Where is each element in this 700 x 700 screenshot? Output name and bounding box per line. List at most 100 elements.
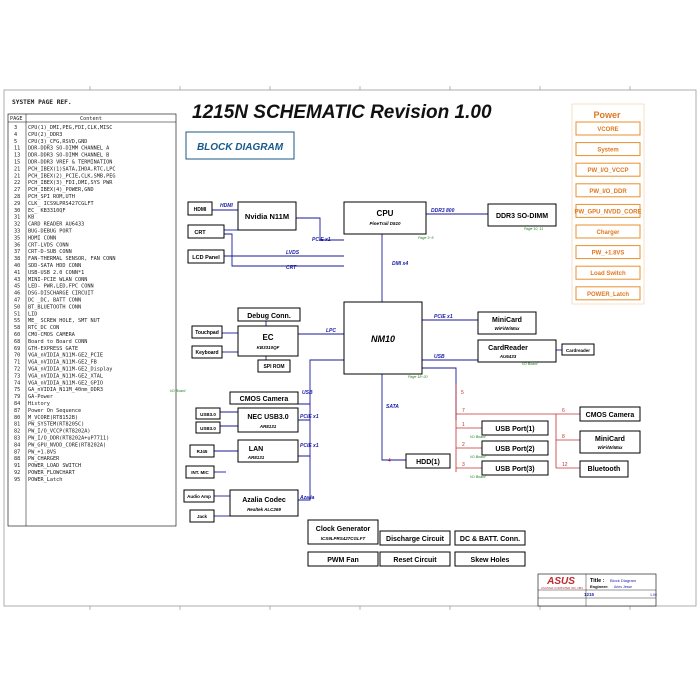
minicard-label: MiniCard xyxy=(492,317,522,324)
page-ref-page-number: 36 xyxy=(14,242,20,248)
power-item-box xyxy=(575,121,641,136)
page-ref-content: PW_CHARGER xyxy=(28,456,60,462)
usb-port-1-label: USB Port(1) xyxy=(495,426,534,433)
cardreader-block xyxy=(477,339,557,363)
power-item-label: PW_GPU_NVDD_CORE xyxy=(574,209,641,215)
page-ref-content: DDR-DDR3 SO-DIMM CHANNEL B xyxy=(28,153,109,159)
port-number: 3 xyxy=(462,462,465,468)
power-item-label: Load Switch xyxy=(590,271,626,277)
page-ref-page-number: 35 xyxy=(14,235,20,241)
rj45-block xyxy=(189,444,215,458)
page-ref-page-number: 41 xyxy=(14,270,20,276)
page-ref-page-number: 30 xyxy=(14,208,20,214)
page-ref-content: VGA_nVIDIA_N11M-GE2_Display xyxy=(28,367,112,373)
nm10-block xyxy=(343,301,423,375)
touchpad-label: Touchpad xyxy=(195,330,219,336)
page-ref-content: VGA_nVIDIA_N11M-GE2_GPIO xyxy=(28,380,103,386)
lcd-block xyxy=(187,249,225,264)
hdmi-block xyxy=(187,201,213,216)
page-ref-page-number: 72 xyxy=(14,367,20,373)
usb-port-2-label: USB Port(2) xyxy=(495,446,534,453)
clock-gen-label: Clock Generator xyxy=(316,526,371,533)
title-label: Title : xyxy=(590,578,605,584)
page-ref-content: PW_SYSTEM(RT8205C) xyxy=(28,422,84,428)
page-ref-page-number: 28 xyxy=(14,194,20,200)
reset-label: Reset Circuit xyxy=(393,557,437,564)
power-item-box xyxy=(575,245,641,260)
page-ref-content: POWER_LOAD SWITCH xyxy=(28,463,81,469)
azalia-block xyxy=(229,489,299,517)
page-ref-page-number: 27 xyxy=(14,187,20,193)
page-ref-page-number: 84 xyxy=(14,401,20,407)
bus-hdmi: HDMI xyxy=(220,203,233,209)
spi-rom-label: SPI ROM xyxy=(263,364,284,370)
dc-batt-label: DC & BATT. Conn. xyxy=(460,536,520,543)
page-ref-header: SYSTEM PAGE REF. xyxy=(12,99,72,106)
reset-block xyxy=(379,551,451,567)
page-ref-content: BUG-DEBUG PORT xyxy=(28,229,72,235)
page-ref-page-number: 87 xyxy=(14,408,20,414)
bus-sata: SATA xyxy=(386,404,399,410)
page-ref-content: EC_ KB3310QF xyxy=(28,208,65,214)
bus-azalia: Azalia xyxy=(299,495,315,501)
page-ref-page-number: 69 xyxy=(14,346,20,352)
power-column: Power VCORESystemPW_I/O_VCCPPW_I/O_DDRPW… xyxy=(571,103,645,305)
clock-gen-block xyxy=(307,519,379,545)
engineer-value: Aries Jesse xyxy=(614,585,632,589)
usb-port-3-label: USB Port(3) xyxy=(495,466,534,473)
page-ref-content: PCH_SPI ROM,UTH xyxy=(28,194,75,200)
page-ref-content: PW_I/O_VCCP(RT8202A) xyxy=(28,429,90,435)
crt-label: CRT xyxy=(194,230,206,236)
page-ref-content: MINI-PCIE WLAN CONN xyxy=(28,277,87,283)
bus-pcie-gpu: PCIE x1 xyxy=(312,237,331,243)
page-ref-content: VGA_nVIDIA_N11M-GE2_PCIE xyxy=(28,353,103,359)
page-ref-page-number: 55 xyxy=(14,318,20,324)
debug-label: Debug Conn. xyxy=(247,313,291,320)
page-ref-page-number: 58 xyxy=(14,325,20,331)
lan-sub: AR8131 xyxy=(247,455,265,460)
project-value: 1215 xyxy=(584,592,595,597)
company-label: ASUSTeK COMPUTER INC. NB1 xyxy=(541,586,583,590)
page-ref-content: M_VCORE(RT8152B) xyxy=(28,415,78,421)
page-ref-content: RTC_DC CON xyxy=(28,325,59,331)
rj45-label: RJ45 xyxy=(197,449,208,454)
page-ref-content: CRT-D-SUB CONN xyxy=(28,249,72,255)
page-ref-page-number: 11 xyxy=(14,146,20,152)
cpu-label: CPU xyxy=(377,209,394,218)
page-ref-page-number: 43 xyxy=(14,277,20,283)
io-board-tag: I/O Board xyxy=(522,362,538,366)
page-ref-page-number: 91 xyxy=(14,463,20,469)
page-ref-page-number: 13 xyxy=(14,153,20,159)
wires xyxy=(212,209,580,517)
io-board-tag: I/O Board xyxy=(170,389,186,393)
power-item-box xyxy=(575,203,641,218)
page-ref-page-number: 68 xyxy=(14,339,20,345)
nm10-page: Page 18~20 xyxy=(408,375,428,379)
page-ref-page-number: 88 xyxy=(14,456,20,462)
sheet-border xyxy=(3,89,697,607)
pwm-fan-label: PWM Fan xyxy=(327,557,359,564)
power-item-label: Charger xyxy=(596,230,620,236)
page-ref-page-number: 46 xyxy=(14,291,20,297)
usb-port-3-block xyxy=(481,460,549,476)
page-ref-page-number: 71 xyxy=(14,360,20,366)
ddr3-page: Page 10, 11 xyxy=(524,227,543,231)
port-number: 5 xyxy=(461,390,464,396)
lan-label: LAN xyxy=(249,446,263,453)
skew-label: Skew Holes xyxy=(471,557,510,564)
port-number: 12 xyxy=(562,462,568,468)
page-ref-page-number: 3 xyxy=(14,125,17,131)
page-ref-content: PW_I/O_DDR(RT8202A+uP7711) xyxy=(28,436,109,442)
bus-pcie-lan: PCIE x1 xyxy=(300,443,319,449)
port-number: 2 xyxy=(462,442,465,448)
page-ref-content: SDD-SATA HDD CONN xyxy=(28,263,81,269)
ddr3-label: DDR3 SO-DIMM xyxy=(496,213,548,220)
cmos-camera-left-label: CMOS Camera xyxy=(240,396,289,403)
power-item-box xyxy=(575,142,641,157)
page-ref-content: CMO-CMOS CAMERA xyxy=(28,332,76,338)
page-ref-page-number: 73 xyxy=(14,373,20,379)
page-ref-content: PW_GPU_NVDD_CORE(RT8202A) xyxy=(28,442,106,448)
debug-block xyxy=(237,307,301,322)
